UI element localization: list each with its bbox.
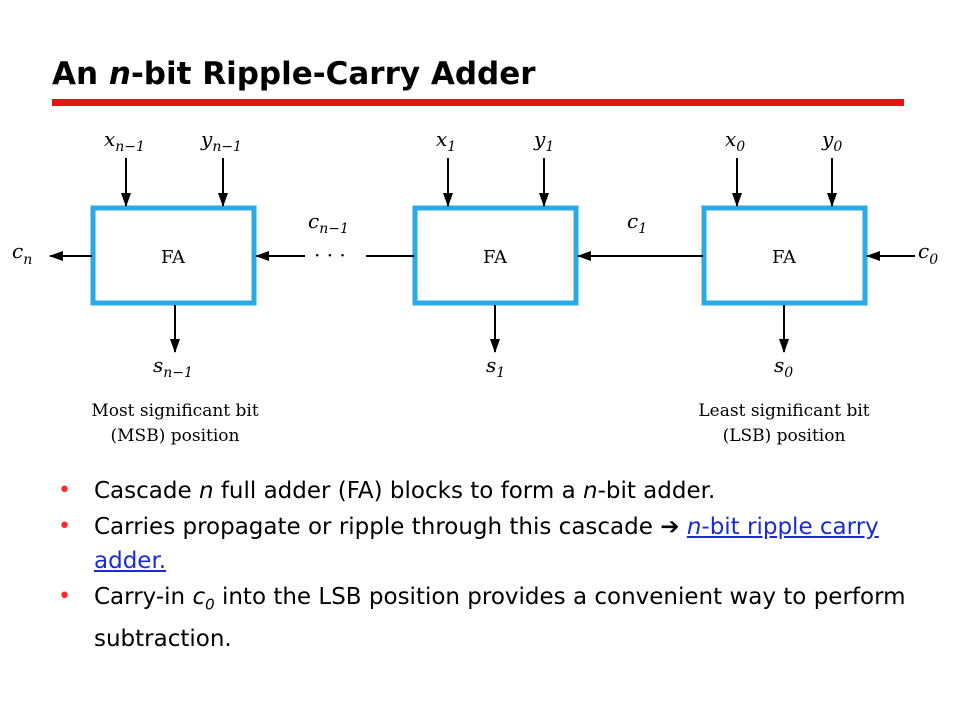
label-s-msb: sn−1 bbox=[153, 353, 193, 381]
bullet-text: Cascade bbox=[94, 478, 199, 504]
msb-caption-line1: Most significant bit bbox=[91, 401, 259, 421]
title-underline bbox=[52, 99, 904, 106]
bullet-item-ripple: • Carries propagate or ripple through thi… bbox=[56, 510, 916, 578]
label-x-msb: xn−1 bbox=[104, 127, 145, 155]
bullet-dot-icon: • bbox=[58, 514, 71, 539]
title-prefix: An bbox=[52, 56, 109, 92]
bullet-text: -bit adder. bbox=[597, 478, 716, 504]
link-text[interactable]: -bit ripple carry adder. bbox=[94, 514, 879, 574]
ripple-carry-diagram: FA FA FA xn−1 yn−1 x1 y1 x0 y0 sn−1 s1 s… bbox=[12, 127, 938, 446]
label-cn: cn bbox=[12, 239, 32, 268]
page-title: An n-bit Ripple-Carry Adder bbox=[52, 56, 536, 92]
msb-caption-line2: (MSB) position bbox=[111, 426, 240, 446]
label-y-bit1: y1 bbox=[533, 127, 554, 155]
bullet-item-carry-in: • Carry-in c0 into the LSB position provi… bbox=[56, 580, 916, 656]
bullet-item-cascade: • Cascade n full adder (FA) blocks to for… bbox=[56, 474, 916, 508]
label-y-msb: yn−1 bbox=[200, 127, 242, 155]
fa-block-lsb bbox=[701, 205, 868, 306]
label-s-lsb: s0 bbox=[774, 353, 793, 381]
fa-label-msb: FA bbox=[161, 247, 186, 268]
right-arrow-icon: ➔ bbox=[660, 514, 680, 540]
label-y-lsb: y0 bbox=[821, 127, 842, 155]
fa-block-msb bbox=[90, 205, 257, 306]
label-x-bit1: x1 bbox=[436, 127, 456, 155]
lsb-caption-line2: (LSB) position bbox=[723, 426, 846, 446]
label-x-lsb: x0 bbox=[725, 127, 745, 155]
bullet-text: Carries propagate or ripple through this… bbox=[94, 514, 661, 540]
lsb-caption-line1: Least significant bit bbox=[698, 401, 869, 421]
fa-block-bit1 bbox=[412, 205, 579, 306]
bullet-text: Carry-in bbox=[94, 584, 193, 610]
bullet-list: • Cascade n full adder (FA) blocks to for… bbox=[56, 474, 916, 658]
fa-label-bit1: FA bbox=[483, 247, 508, 268]
bullet-var: n bbox=[582, 478, 598, 504]
bullet-text: into the LSB position provides a conveni… bbox=[94, 584, 906, 652]
label-cn1: cn−1 bbox=[308, 209, 349, 237]
title-suffix: -bit Ripple-Carry Adder bbox=[130, 56, 536, 92]
bullet-var: n bbox=[198, 478, 214, 504]
bullet-dot-icon: • bbox=[58, 478, 71, 503]
label-s-bit1: s1 bbox=[486, 353, 505, 381]
bullet-text: full adder (FA) blocks to form a bbox=[213, 478, 583, 504]
bullet-dot-icon: • bbox=[58, 584, 71, 609]
bullet-sub: 0 bbox=[205, 595, 215, 614]
bullet-var: c bbox=[192, 584, 206, 610]
carry-ellipsis: · · · bbox=[314, 243, 346, 267]
fa-label-lsb: FA bbox=[772, 247, 797, 268]
link-var[interactable]: n bbox=[686, 514, 702, 540]
ripple-carry-adder-link[interactable]: n-bit ripple carry adder. bbox=[94, 514, 879, 574]
title-var: n bbox=[108, 56, 131, 92]
label-c0: c0 bbox=[918, 239, 938, 268]
label-c1: c1 bbox=[627, 209, 647, 237]
